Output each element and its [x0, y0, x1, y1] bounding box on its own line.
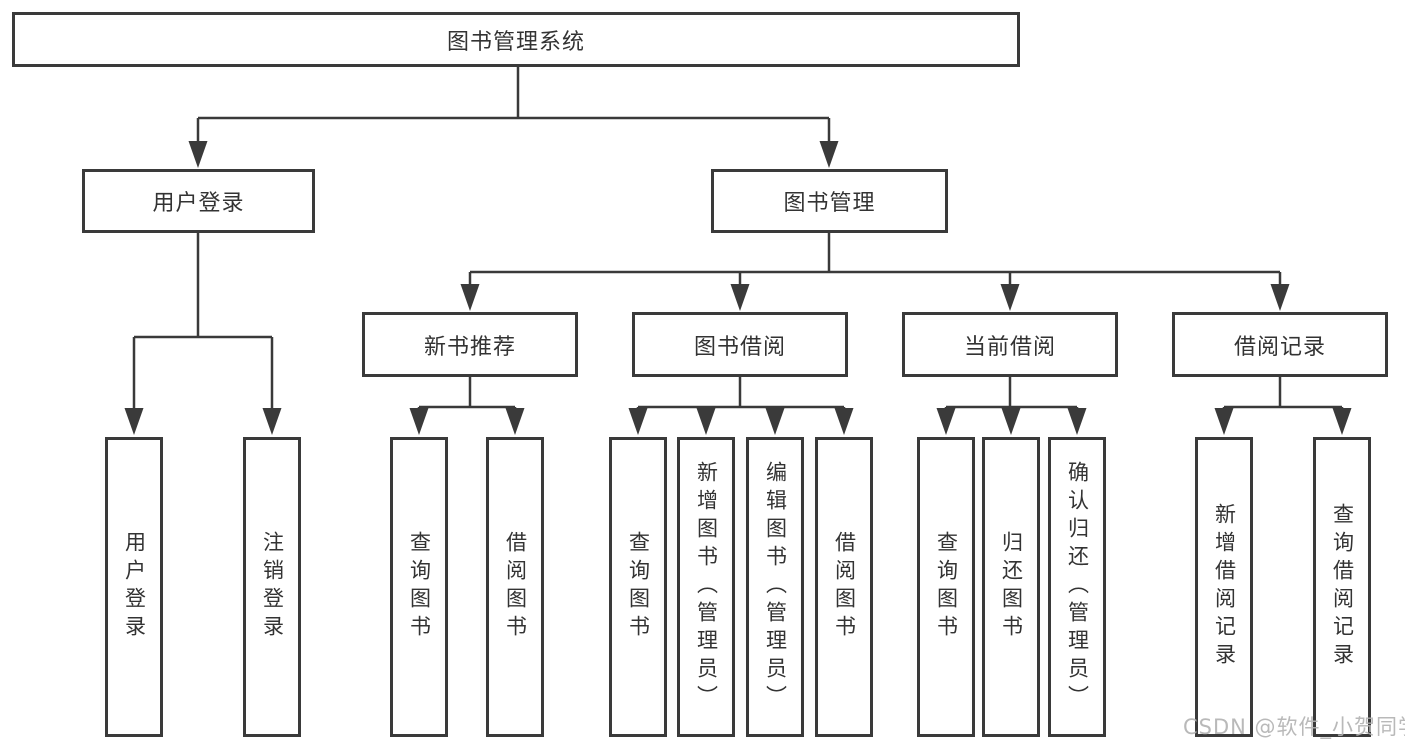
leaf-label: 借阅图书: [503, 531, 528, 643]
leaf-node-user-login: 用户登录: [105, 437, 163, 737]
leaf-node-add-books-admin: 新增图书（管理员）: [677, 437, 735, 737]
leaf-node-query-borrow-record: 查询借阅记录: [1313, 437, 1371, 737]
leaf-label: 确认归还（管理员）: [1065, 461, 1090, 713]
leaf-label: 查询图书: [407, 531, 432, 643]
leaf-node-return-books: 归还图书: [982, 437, 1040, 737]
leaf-node-edit-books-admin: 编辑图书（管理员）: [746, 437, 804, 737]
leaf-label: 查询图书: [626, 531, 651, 643]
leaf-node-query-books-2: 查询图书: [609, 437, 667, 737]
node-book-management-group: 图书管理: [711, 169, 948, 233]
leaf-node-add-borrow-record: 新增借阅记录: [1195, 437, 1253, 737]
node-label: 图书管理: [783, 191, 876, 216]
leaf-label: 新增借阅记录: [1212, 503, 1237, 671]
leaf-label: 归还图书: [999, 531, 1024, 643]
node-label: 用户登录: [152, 191, 245, 216]
leaf-label: 查询图书: [934, 531, 959, 643]
node-label: 图书借阅: [693, 334, 786, 360]
leaf-label: 新增图书（管理员）: [694, 461, 719, 713]
node-root-system: 图书管理系统: [12, 12, 1020, 67]
node-label: 图书管理系统: [446, 29, 585, 55]
node-book-borrow: 图书借阅: [632, 312, 848, 377]
leaf-label: 注销登录: [260, 531, 285, 643]
node-label: 当前借阅: [963, 334, 1056, 360]
leaf-node-borrow-books-2: 借阅图书: [815, 437, 873, 737]
node-label: 新书推荐: [423, 334, 516, 360]
node-borrow-records: 借阅记录: [1172, 312, 1388, 377]
leaf-node-logout: 注销登录: [243, 437, 301, 737]
node-user-login-group: 用户登录: [82, 169, 315, 233]
leaf-label: 查询借阅记录: [1330, 503, 1355, 671]
leaf-node-query-books-3: 查询图书: [917, 437, 975, 737]
leaf-node-borrow-books-1: 借阅图书: [486, 437, 544, 737]
leaf-node-confirm-return-admin: 确认归还（管理员）: [1048, 437, 1106, 737]
leaf-label: 借阅图书: [832, 531, 857, 643]
node-current-borrow: 当前借阅: [902, 312, 1118, 377]
node-new-book-recommend: 新书推荐: [362, 312, 578, 377]
leaf-label: 用户登录: [122, 531, 147, 643]
node-label: 借阅记录: [1233, 334, 1326, 360]
leaf-node-query-books-1: 查询图书: [390, 437, 448, 737]
csdn-watermark: CSDN @软件_小贺同学: [1183, 715, 1405, 739]
leaf-label: 编辑图书（管理员）: [763, 461, 788, 713]
